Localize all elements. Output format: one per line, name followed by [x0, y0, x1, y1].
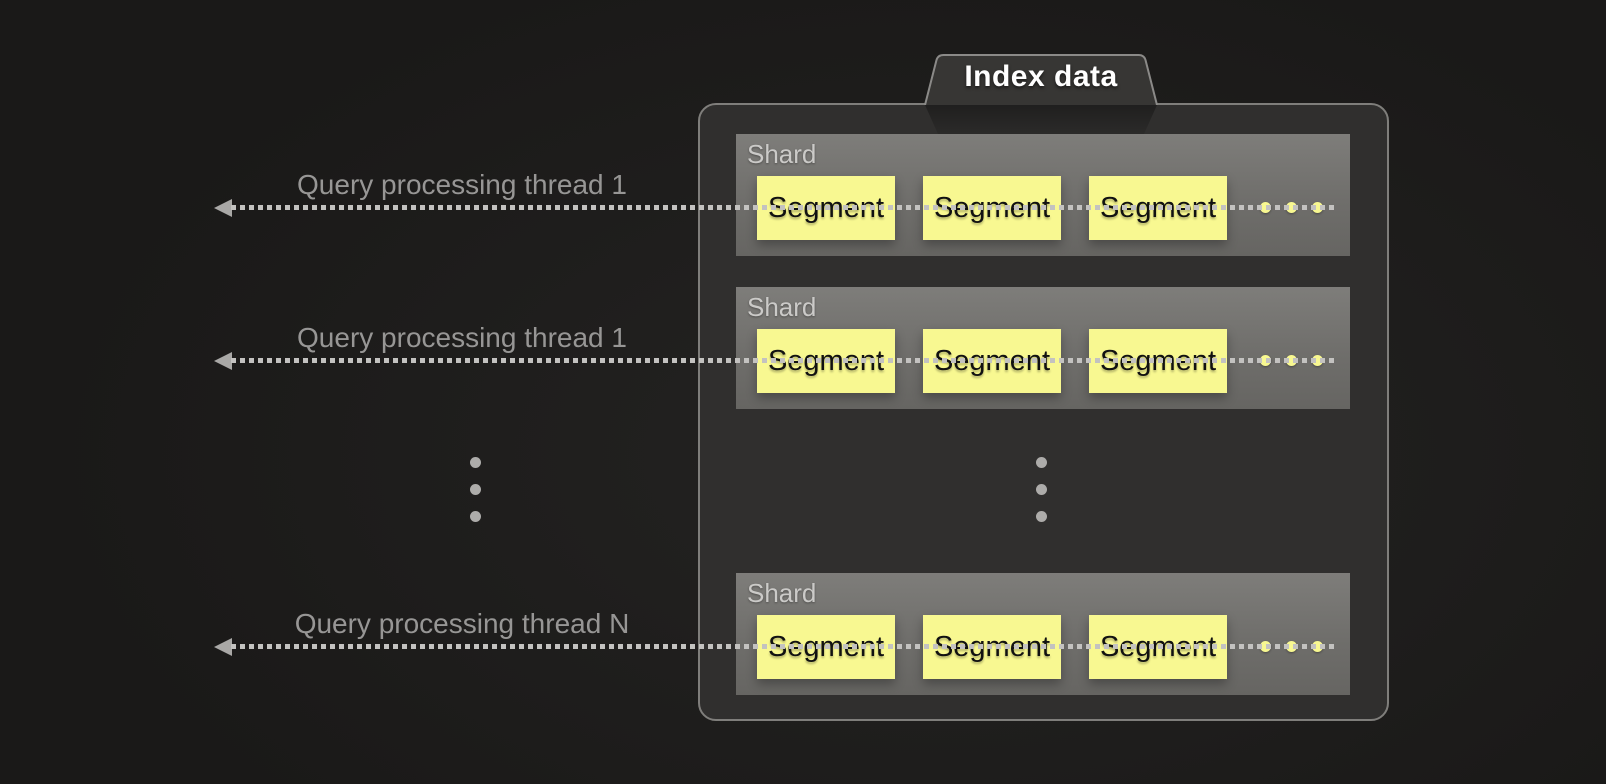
dotted-arrow-line [231, 644, 1334, 649]
ellipsis-dot [1036, 457, 1047, 468]
arrow-left-icon [214, 638, 232, 656]
ellipsis-dot [1036, 511, 1047, 522]
index-data-title: Index data [964, 60, 1118, 93]
shard-box-n: Shard Segment Segment Segment [736, 573, 1350, 695]
dotted-arrow-line [231, 358, 1334, 363]
shards-ellipsis [1036, 457, 1047, 522]
shard-label: Shard [747, 578, 817, 608]
thread-label-1: Query processing thread 1 [297, 169, 627, 200]
shard-label: Shard [747, 292, 817, 322]
thread-label-2: Query processing thread 1 [297, 322, 627, 353]
thread-label-n: Query processing thread N [294, 608, 630, 639]
shard-label: Shard [747, 139, 817, 169]
dotted-arrow-line [231, 205, 1334, 210]
tab-shadow [925, 105, 1157, 134]
arrow-left-icon [214, 199, 232, 217]
ellipsis-dot [470, 511, 481, 522]
arrow-left-icon [214, 352, 232, 370]
ellipsis-dot [1036, 484, 1047, 495]
index-data-container: Shard Segment Segment Segment Shard Segm… [698, 103, 1389, 721]
threads-ellipsis [470, 457, 481, 522]
ellipsis-dot [470, 457, 481, 468]
index-data-tab [924, 54, 1158, 105]
ellipsis-dot [470, 484, 481, 495]
shard-box-2: Shard Segment Segment Segment [736, 287, 1350, 409]
shard-box-1: Shard Segment Segment Segment [736, 134, 1350, 256]
